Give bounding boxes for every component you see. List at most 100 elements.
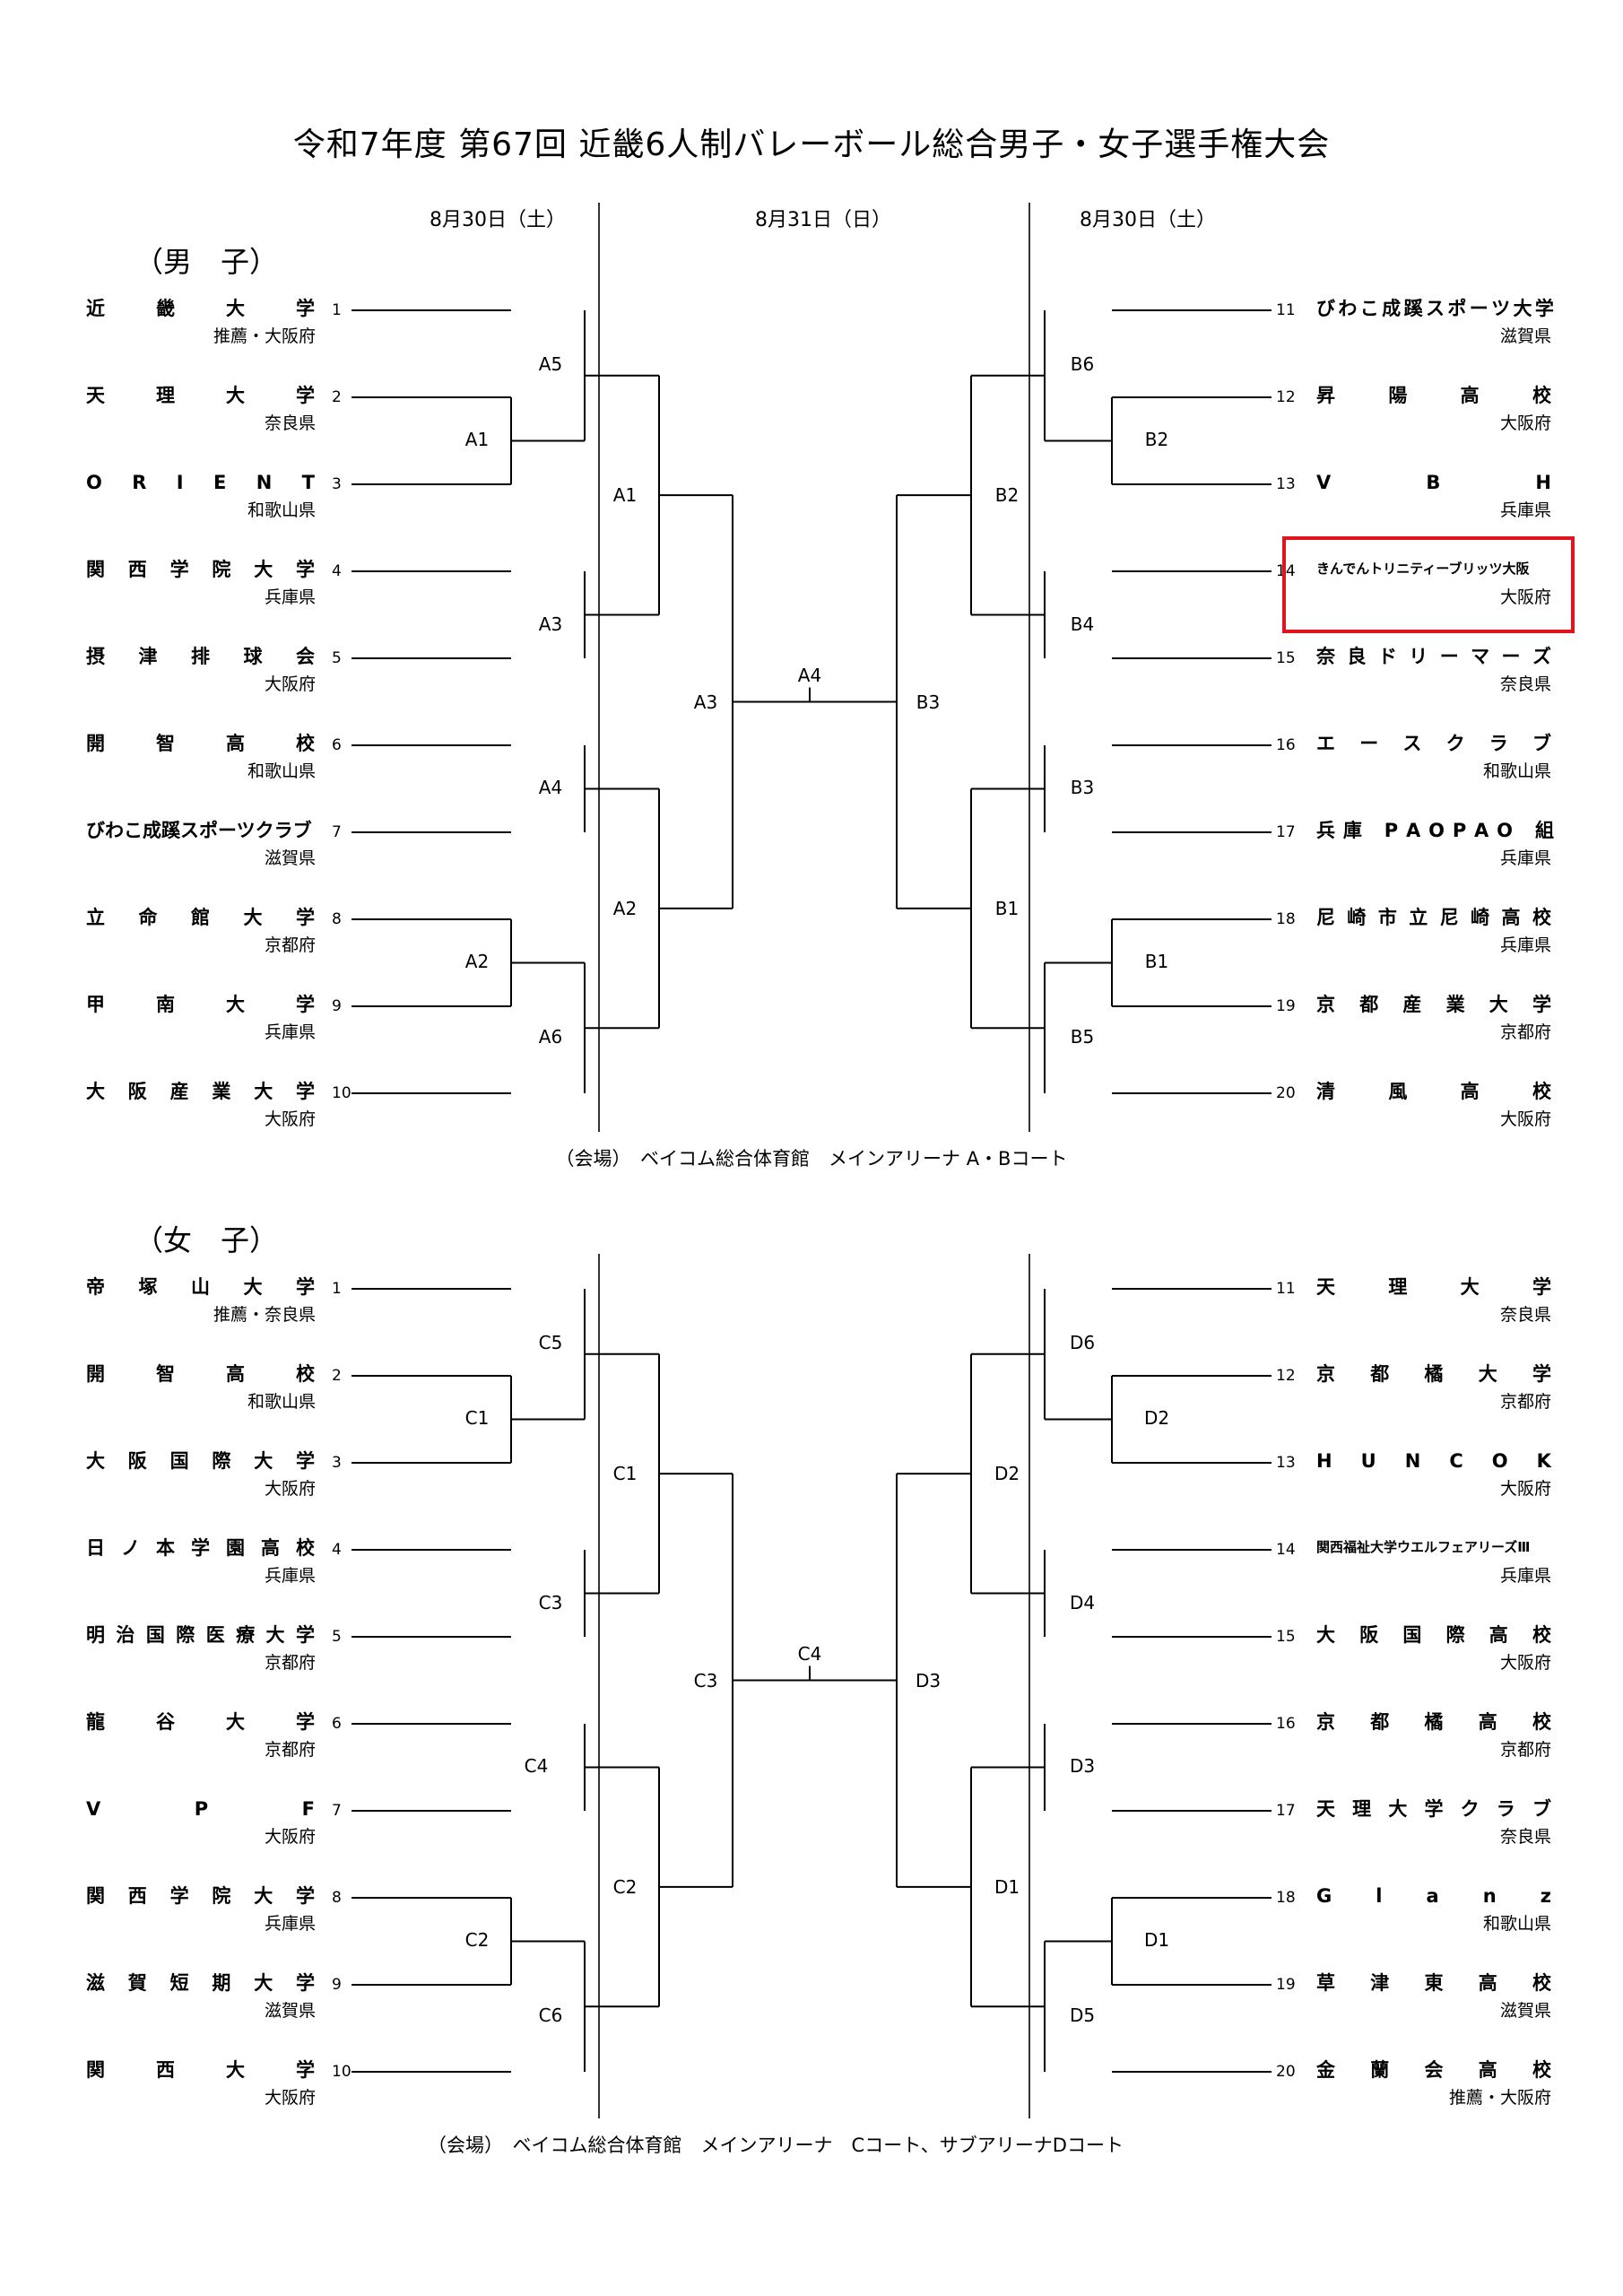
name-char: 国 — [169, 1450, 189, 1472]
name-char: ラ — [1488, 733, 1508, 754]
name-char: O — [1497, 820, 1513, 841]
name-char: ブ — [1532, 1798, 1551, 1820]
men-left-team-pref: 滋賀県 — [264, 848, 316, 868]
men-left-team-no: 10 — [332, 1084, 352, 1102]
name-char: 大 — [1488, 994, 1508, 1015]
men-label: （男 子） — [135, 245, 279, 279]
name-char: 学 — [296, 385, 315, 406]
women-left-team-pref: 兵庫県 — [264, 1566, 316, 1586]
name-char: 館 — [191, 907, 210, 928]
name-char: 学 — [296, 907, 315, 928]
name-char: 関 — [86, 1885, 105, 1907]
women-match-label: D2 — [994, 1463, 1020, 1485]
name-char: 大 — [254, 1450, 273, 1472]
men-right-team-name: 奈良ドリーマーズ — [1316, 648, 1551, 666]
women-right-team-no: 15 — [1276, 1628, 1296, 1646]
name-char: 西 — [127, 1885, 147, 1907]
name-char: 賀 — [127, 1972, 147, 1994]
name-char: 関 — [86, 559, 105, 580]
men-left-team-pref: 奈良県 — [264, 413, 316, 433]
name-char: エ — [1316, 733, 1335, 754]
women-right-team-no: 13 — [1276, 1454, 1296, 1472]
men-match-label: A4 — [538, 776, 563, 798]
name-char: 組 — [1534, 820, 1554, 841]
men-right-team-pref: 兵庫県 — [1499, 848, 1551, 868]
women-left-team-no: 8 — [332, 1889, 342, 1907]
name-char: 校 — [296, 733, 315, 754]
name-char: 大 — [1316, 1624, 1335, 1646]
men-left-team-no: 5 — [332, 649, 342, 667]
name-char: び — [1316, 298, 1335, 319]
name-char: 大 — [226, 1711, 245, 1733]
name-char: 学 — [296, 1276, 315, 1298]
men-match-label: B1 — [1144, 950, 1169, 972]
men-right-team-no: 19 — [1276, 997, 1296, 1015]
name-char: C — [1449, 1450, 1463, 1472]
name-char: 学 — [295, 1081, 315, 1102]
name-char: 成 — [1382, 298, 1402, 319]
men-match-label: B1 — [994, 897, 1020, 919]
name-char: 校 — [296, 1537, 315, 1559]
women-left-team-name: 滋賀短期大学 — [86, 1974, 315, 1993]
women-left-team-no: 2 — [332, 1367, 342, 1385]
name-char: ス — [1425, 298, 1445, 319]
men-right-team-no: 18 — [1276, 910, 1296, 928]
women-match-label: D3 — [915, 1669, 942, 1692]
name-char: l — [1376, 1885, 1383, 1907]
men-left-team-no: 7 — [332, 823, 342, 841]
women-right-team-no: 11 — [1276, 1280, 1296, 1298]
women-match-label: C1 — [464, 1406, 490, 1429]
name-char: 都 — [1370, 1363, 1390, 1385]
men-left-team-pref: 兵庫県 — [264, 587, 316, 607]
name-char: 会 — [1424, 2059, 1444, 2081]
name-char: 院 — [212, 1885, 231, 1907]
men-right-team-name: 尼崎市立尼崎高校 — [1316, 909, 1551, 927]
men-left-team-name: 立命館大学 — [86, 909, 315, 927]
name-char: 崎 — [1347, 907, 1367, 928]
women-left-team-pref: 京都府 — [264, 1653, 316, 1673]
men-right-team-pref: 兵庫県 — [1499, 500, 1551, 520]
highlight-box — [1282, 536, 1575, 633]
women-left-team-name: 龍谷大学 — [86, 1713, 315, 1732]
name-char: 陽 — [1388, 385, 1408, 406]
women-right-team-no: 12 — [1276, 1367, 1296, 1385]
women-right-team-name: 京都橘高校 — [1316, 1713, 1551, 1732]
name-char: N — [256, 472, 273, 493]
name-char: n — [1482, 1885, 1497, 1907]
name-char: 高 — [1460, 1081, 1480, 1102]
name-char: 大 — [1478, 1363, 1497, 1385]
men-match-label: A3 — [693, 691, 718, 713]
name-char: 尼 — [1316, 907, 1335, 928]
name-char: B — [1426, 472, 1441, 493]
name-char: 良 — [1347, 646, 1367, 667]
name-char: 業 — [212, 1081, 231, 1102]
name-char: 校 — [1532, 1624, 1551, 1646]
women-right-team-name: 京都橘大学 — [1316, 1365, 1551, 1384]
men-right-team-name: 昇陽高校 — [1316, 387, 1551, 405]
women-right-team-pref: 奈良県 — [1499, 1827, 1551, 1847]
men-match-label: A2 — [464, 950, 490, 972]
women-match-label: C5 — [538, 1331, 563, 1353]
men-left-team-pref: 大阪府 — [264, 1109, 316, 1129]
men-right-team-pref: 大阪府 — [1499, 413, 1551, 433]
name-char: 大 — [243, 907, 263, 928]
women-match-label: C4 — [524, 1754, 549, 1777]
name-char: 京 — [1316, 1363, 1335, 1385]
men-left-team-name: 大阪産業大学 — [86, 1083, 315, 1101]
men-left-team-name: 近畿大学 — [86, 300, 315, 318]
name-char: H — [1316, 1450, 1332, 1472]
name-char: マ — [1471, 646, 1490, 667]
men-left-team-pref: 京都府 — [264, 935, 316, 955]
name-char: 国 — [1402, 1624, 1422, 1646]
name-char: P — [1452, 820, 1467, 841]
women-left-team-pref: 推薦・奈良県 — [213, 1305, 316, 1325]
men-left-team-no: 3 — [332, 475, 342, 493]
name-char: 際 — [1445, 1624, 1465, 1646]
name-char: ブ — [1532, 733, 1551, 754]
name-char: 津 — [1370, 1972, 1390, 1994]
name-char: 学 — [296, 2059, 315, 2081]
men-match-label: A6 — [538, 1026, 563, 1048]
men-left-team-no: 4 — [332, 562, 342, 580]
name-char: R — [132, 472, 147, 493]
